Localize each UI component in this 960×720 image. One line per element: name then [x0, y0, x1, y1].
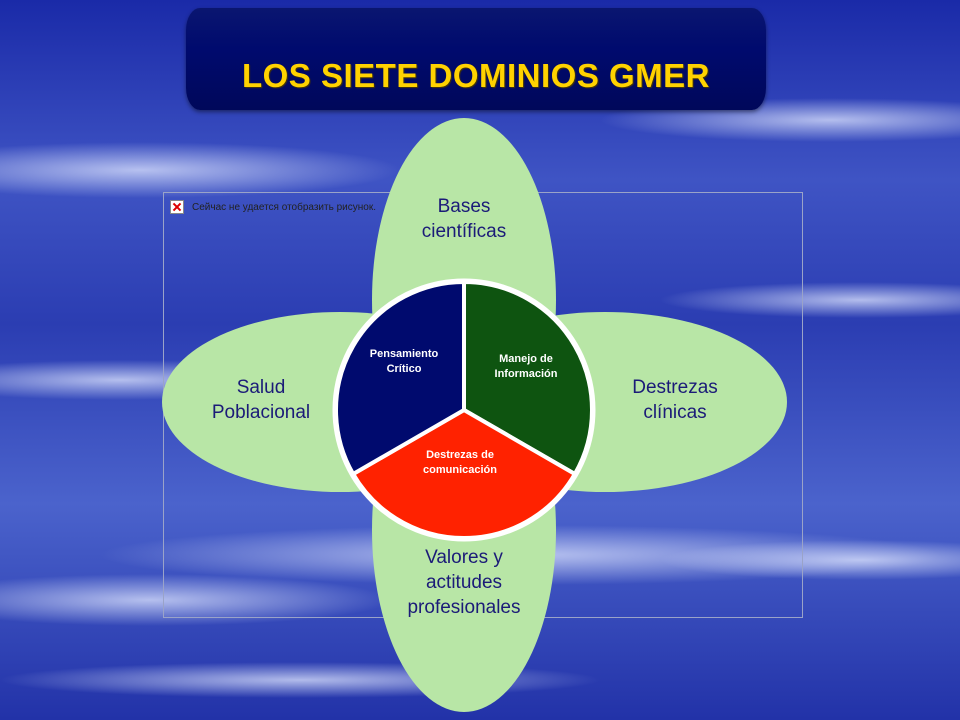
petal-label-left: Salud Poblacional — [211, 377, 311, 423]
wedge-label-pensamiento: Pensamiento Crítico — [369, 348, 439, 375]
broken-image-message: Сейчас не удается отобразить рисунок. — [192, 201, 376, 213]
page-title: LOS SIETE DOMINIOS GMER — [241, 57, 711, 94]
broken-image-placeholder: Сейчас не удается отобразить рисунок. — [170, 198, 376, 216]
wedge-label-manejo: Manejo de Información — [494, 353, 558, 380]
petal-label-top: Bases científicas — [421, 196, 507, 242]
broken-image-icon — [170, 200, 184, 214]
title-banner: LOS SIETE DOMINIOS GMER — [186, 8, 766, 110]
petal-label-right: Destrezas clínicas — [632, 377, 718, 423]
wedge-label-destrezas-comunicacion: Destrezas de comunicación — [423, 449, 497, 476]
pie-outline — [332, 278, 596, 542]
center-pie — [332, 278, 596, 542]
petal-label-bottom: Valores y actitudes profesionales — [407, 547, 521, 618]
